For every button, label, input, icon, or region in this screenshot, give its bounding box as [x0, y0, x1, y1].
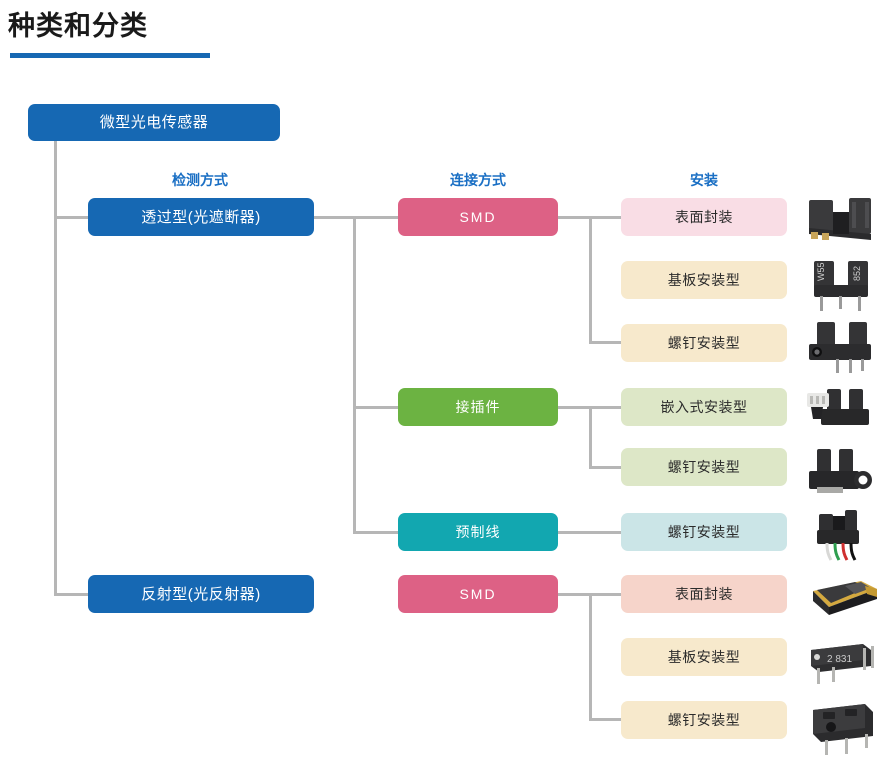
- node-mount-surface-2[interactable]: 表面封装: [621, 575, 787, 613]
- link-to-connector: [353, 406, 400, 409]
- node-connection-prewired[interactable]: 预制线: [398, 513, 558, 551]
- link-smd1-to-screw: [589, 341, 623, 344]
- trunk-line-root: [54, 140, 57, 596]
- node-root[interactable]: 微型光电传感器: [28, 104, 280, 141]
- node-root-label: 微型光电传感器: [99, 114, 209, 131]
- node-mount-embedded[interactable]: 嵌入式安装型: [621, 388, 787, 426]
- trunk-line-smd1-mounts: [589, 216, 592, 344]
- trunk-line-connector-mounts: [589, 406, 592, 469]
- column-header-connection: 连接方式: [450, 172, 506, 188]
- column-header-mounting: 安装: [690, 172, 718, 188]
- svg-text:852: 852: [852, 266, 862, 281]
- node-mount-screw-2[interactable]: 螺钉安装型: [621, 448, 787, 486]
- photo-refl-screw: [803, 700, 879, 756]
- node-mount-board-1[interactable]: 基板安装型: [621, 261, 787, 299]
- photo-slot-smd: [803, 194, 879, 246]
- link-connector-to-screw: [589, 466, 623, 469]
- node-mount-board-2[interactable]: 基板安装型: [621, 638, 787, 676]
- link-root-to-reflective: [54, 593, 90, 596]
- svg-text:2 831: 2 831: [827, 654, 852, 665]
- title-underline: [10, 53, 210, 58]
- node-connection-smd-1-label: SMD: [459, 209, 497, 225]
- node-mount-screw-3[interactable]: 螺钉安装型: [621, 513, 787, 551]
- node-detection-reflective[interactable]: 反射型(光反射器): [88, 575, 314, 613]
- column-header-detection: 检测方式: [172, 172, 228, 188]
- trunk-line-smd2-mounts: [589, 593, 592, 721]
- node-detection-through-beam[interactable]: 透过型(光遮断器): [88, 198, 314, 236]
- photo-slot-embedded: [801, 385, 879, 437]
- node-mount-surface-1[interactable]: 表面封装: [621, 198, 787, 236]
- node-mount-screw-4[interactable]: 螺钉安装型: [621, 701, 787, 739]
- page-title: 种类和分类: [8, 11, 148, 41]
- node-mount-screw-1-label: 螺钉安装型: [667, 335, 741, 351]
- node-connection-smd-2[interactable]: SMD: [398, 575, 558, 613]
- node-mount-board-1-label: 基板安装型: [667, 272, 741, 288]
- node-detection-reflective-label: 反射型(光反射器): [141, 585, 261, 603]
- node-mount-surface-1-label: 表面封装: [675, 209, 733, 225]
- photo-refl-smd: [805, 577, 881, 619]
- node-mount-screw-3-label: 螺钉安装型: [667, 524, 741, 540]
- node-connection-prewired-label: 预制线: [455, 524, 501, 540]
- node-connection-connector[interactable]: 接插件: [398, 388, 558, 426]
- photo-slot-tab: [801, 447, 879, 501]
- node-detection-through-beam-label: 透过型(光遮断器): [141, 208, 261, 226]
- link-prewired-out: [557, 531, 623, 534]
- node-connection-connector-label: 接插件: [455, 399, 501, 415]
- node-mount-surface-2-label: 表面封装: [675, 586, 733, 602]
- node-connection-smd-1[interactable]: SMD: [398, 198, 558, 236]
- link-smd2-to-screw: [589, 718, 623, 721]
- node-mount-screw-1[interactable]: 螺钉安装型: [621, 324, 787, 362]
- photo-slot-wire: [805, 508, 879, 562]
- link-to-prewired: [353, 531, 400, 534]
- link-through-beam-out: [312, 216, 400, 219]
- node-mount-screw-4-label: 螺钉安装型: [667, 712, 741, 728]
- node-mount-embedded-label: 嵌入式安装型: [660, 399, 748, 415]
- trunk-line-connections: [353, 216, 356, 534]
- photo-refl-831: 2 831: [801, 640, 879, 690]
- node-connection-smd-2-label: SMD: [459, 586, 497, 602]
- photo-slot-screw: [803, 320, 879, 374]
- svg-text:W55: W55: [816, 262, 826, 281]
- node-mount-screw-2-label: 螺钉安装型: [667, 459, 741, 475]
- node-mount-board-2-label: 基板安装型: [667, 649, 741, 665]
- photo-slot-thru-852: W55 852: [806, 257, 878, 313]
- link-root-to-through-beam: [54, 216, 90, 219]
